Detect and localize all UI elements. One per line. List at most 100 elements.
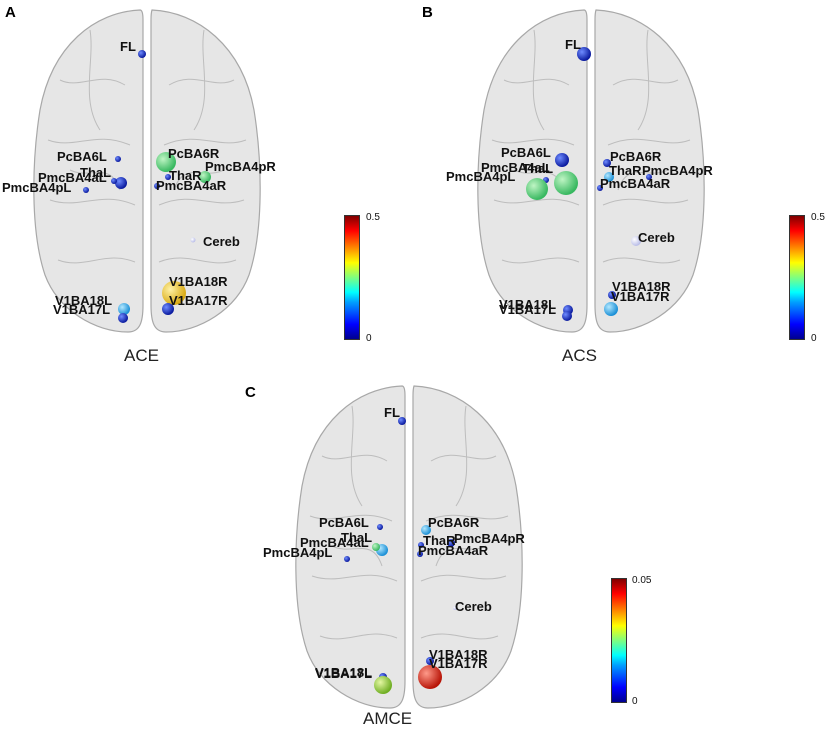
- node-pmcba4ar: [597, 185, 603, 191]
- brain-left-hemisphere: [477, 9, 588, 333]
- brain-left-hemisphere: [295, 385, 406, 709]
- label-pmcba4pr: PmcBA4pR: [454, 531, 525, 546]
- label-pmcba4ar: PmcBA4aR: [600, 176, 671, 191]
- colorbar-min-label: 0: [632, 696, 638, 707]
- node-v1ba17r: [604, 302, 618, 316]
- label-v1ba18r: V1BA18R: [612, 279, 671, 294]
- label-thar: ThaR: [169, 168, 202, 183]
- panel-c: C FL PcBA6L ThaL PmcBA4aL Pm: [240, 378, 627, 729]
- label-thal: ThaL: [80, 165, 112, 180]
- node-pcba6r: [421, 525, 431, 535]
- label-pcba6r: PcBA6R: [610, 149, 662, 164]
- node-v1ba17l: [562, 311, 572, 321]
- label-v1ba17l: V1BA17L: [499, 302, 557, 317]
- label-fl: FL: [384, 405, 400, 420]
- node-fl: [138, 50, 146, 58]
- node-fl: [398, 417, 406, 425]
- node-thar: [418, 542, 424, 548]
- node-v1ba18r: [162, 281, 186, 305]
- label-pmcba4pr: PmcBA4pR: [205, 159, 276, 174]
- brain-right-hemisphere: [150, 9, 261, 333]
- node-cereb: [190, 237, 196, 243]
- node-v1ba18l: [118, 303, 130, 315]
- label-v1ba17r: V1BA17R: [611, 289, 670, 304]
- node-pmcba4pl: [526, 178, 548, 200]
- panel-letter: C: [245, 384, 256, 401]
- node-v1ba17l: [118, 313, 128, 323]
- label-cereb: Cereb: [638, 230, 675, 245]
- colorbar-min-label: 0: [366, 333, 372, 344]
- label-pmcba4ar: PmcBA4aR: [418, 543, 489, 558]
- node-pmcba4pr: [447, 539, 455, 547]
- node-pmcba4al: [372, 543, 380, 551]
- node-pmcba4pl: [83, 187, 89, 193]
- node-v1ba18r: [426, 657, 434, 665]
- label-v1ba18r: V1BA18R: [429, 647, 488, 662]
- colorbar: [344, 215, 360, 340]
- label-pcba6l: PcBA6L: [57, 149, 107, 164]
- node-pmcba4pl: [344, 556, 350, 562]
- node-pcba6r: [603, 159, 611, 167]
- label-v1ba17r: V1BA17R: [429, 656, 488, 671]
- node-v1ba17r: [162, 303, 174, 315]
- label-v1ba18r: V1BA18R: [169, 274, 228, 289]
- node-pcba6l: [377, 524, 383, 530]
- node-v1ba18r: [608, 291, 616, 299]
- brain-right-hemisphere: [594, 9, 705, 333]
- panel-a: A: [0, 0, 414, 375]
- brain-nodes: [344, 417, 457, 694]
- node-cereb: [631, 236, 641, 246]
- label-fl: FL: [120, 39, 136, 54]
- brain-render: [295, 385, 523, 709]
- node-pcba6r: [156, 152, 176, 172]
- node-v1ba17l: [374, 676, 392, 694]
- node-pmcba4al: [111, 178, 117, 184]
- panel-b: B FL PcBA6L ThaL PmcBA4aL Pm: [414, 0, 829, 375]
- label-cereb: Cereb: [455, 599, 492, 614]
- label-pcba6l: PcBA6L: [319, 515, 369, 530]
- brain-nodes: [83, 50, 211, 323]
- panel-caption: AMCE: [363, 709, 413, 728]
- label-thal: ThaL: [341, 530, 373, 545]
- label-v1ba17r: V1BA17R: [169, 293, 228, 308]
- label-thar: ThaR: [423, 533, 456, 548]
- label-v1ba18l: V1BA18L: [315, 665, 373, 680]
- node-pmcba4ar: [154, 183, 160, 189]
- colorbar-max-label: 0.5: [811, 212, 825, 223]
- node-fl: [577, 47, 591, 61]
- label-v1ba18l: V1BA18L: [499, 297, 557, 312]
- node-pmcba4pr: [199, 171, 211, 183]
- label-thar: ThaR: [609, 163, 642, 178]
- node-pcba6l: [555, 153, 569, 167]
- node-cereb: [453, 606, 457, 610]
- node-pmcba4pr: [646, 174, 652, 180]
- panel-caption: ACS: [562, 346, 597, 365]
- node-thar: [604, 172, 614, 182]
- label-pmcba4pl: PmcBA4pL: [263, 545, 333, 560]
- panel-letter: A: [5, 4, 16, 21]
- panel-caption: ACE: [124, 346, 159, 365]
- node-pmcba4ar: [417, 551, 423, 557]
- label-pmcba4pr: PmcBA4pR: [642, 163, 713, 178]
- brain-nodes: [526, 47, 652, 321]
- brain-right-hemisphere: [412, 385, 523, 709]
- node-v1ba17r: [418, 665, 442, 689]
- label-v1ba17l: V1BA17L: [315, 666, 373, 681]
- label-pmcba4al: PmcBA4aL: [300, 535, 369, 550]
- panel-letter: B: [422, 4, 433, 21]
- label-thal: ThaL: [522, 161, 554, 176]
- node-thar: [165, 174, 171, 180]
- label-pcba6r: PcBA6R: [428, 515, 480, 530]
- node-thal: [115, 177, 127, 189]
- colorbar-max-label: 0.5: [366, 212, 380, 223]
- brain-render: [33, 9, 261, 333]
- node-pcba6l: [115, 156, 121, 162]
- label-pmcba4al: PmcBA4aL: [481, 160, 550, 175]
- node-thal: [554, 171, 578, 195]
- label-pcba6r: PcBA6R: [168, 146, 220, 161]
- label-cereb: Cereb: [203, 234, 240, 249]
- brain-left-hemisphere: [33, 9, 144, 333]
- label-fl: FL: [565, 37, 581, 52]
- label-v1ba18l: V1BA18L: [55, 293, 113, 308]
- colorbar-min-label: 0: [811, 333, 817, 344]
